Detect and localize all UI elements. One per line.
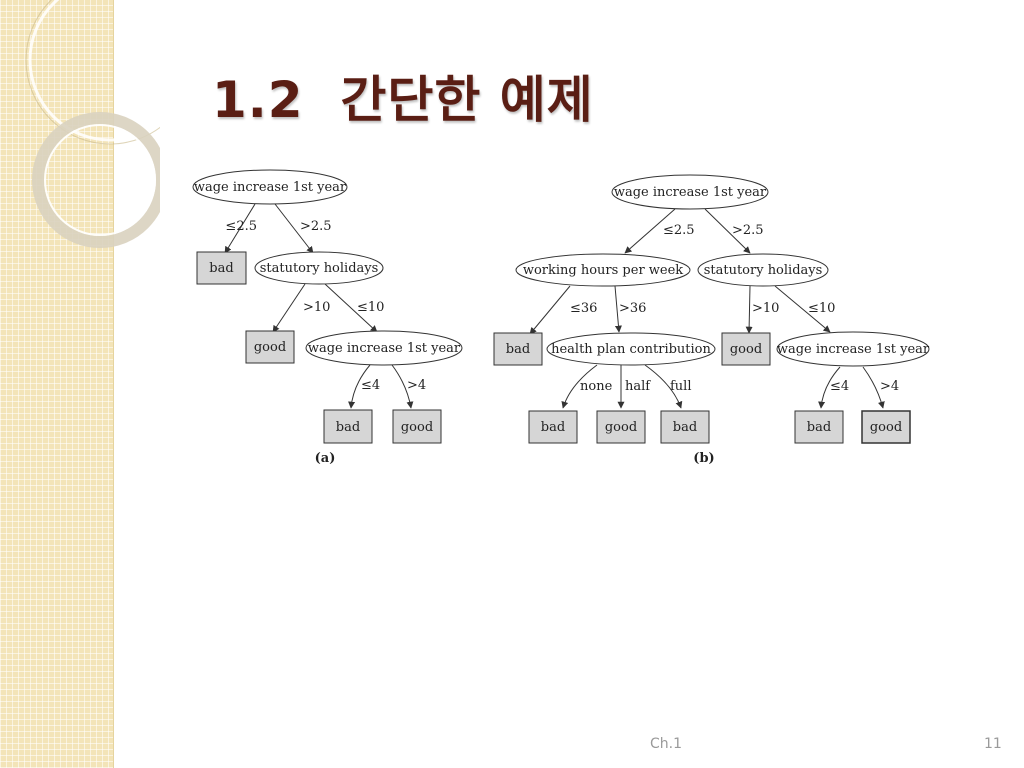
leaf-label: good — [605, 420, 637, 435]
leaf-box — [721, 332, 771, 366]
edge-label: ≤10 — [357, 300, 384, 315]
edge-label: ≤2.5 — [663, 223, 695, 238]
footer-chapter: Ch.1 — [650, 736, 683, 752]
edge-b-statutory-good — [745, 285, 753, 334]
leaf-label: bad — [336, 420, 360, 435]
leaf-box — [528, 410, 578, 444]
edge-label: >2.5 — [732, 223, 764, 238]
leaf-box — [323, 409, 373, 444]
edge-a-statutory-good — [272, 283, 306, 333]
leaf-label: good — [401, 420, 433, 435]
leaf-label: bad — [673, 420, 697, 435]
leaf-box — [392, 409, 442, 444]
edge-a-statutory-wage — [324, 283, 378, 333]
edge-label: >4 — [407, 378, 426, 393]
node-label: statutory holidays — [704, 263, 823, 278]
leaf-label: good — [730, 342, 762, 357]
tree-b: ≤2.5 >2.5 ≤36 >36 >10 ≤10 none half full… — [493, 174, 930, 466]
node-ellipse — [254, 251, 384, 285]
leaf-label: good — [870, 420, 902, 435]
node-label: wage increase 1st year — [614, 185, 767, 200]
leaf-box — [596, 410, 646, 444]
page-number: 11 — [984, 736, 1002, 752]
edge-a-root-bad — [224, 203, 256, 254]
node-ellipse — [611, 174, 769, 210]
edge-b-wage-bad — [818, 366, 841, 409]
edge-b-wage-good — [862, 366, 885, 409]
leaf-box — [245, 330, 295, 364]
edge-b-root-working — [624, 208, 676, 254]
leaf-box — [660, 410, 710, 444]
leaf-label: bad — [807, 420, 831, 435]
edge-b-working-bad — [529, 285, 571, 335]
decorative-rings — [25, 0, 160, 248]
figure-caption-b: (b) — [693, 451, 714, 466]
node-label: wage increase 1st year — [194, 180, 347, 195]
edge-b-health-bad — [561, 364, 598, 409]
edge-label: ≤2.5 — [225, 219, 257, 234]
edge-label: none — [580, 379, 613, 394]
edge-label: >36 — [619, 301, 646, 316]
edge-label: >2.5 — [300, 219, 332, 234]
edge-label: ≤4 — [830, 379, 849, 394]
edge-a-wage-good — [391, 364, 414, 409]
edge-label: >10 — [303, 300, 330, 315]
node-label: wage increase 1st year — [308, 341, 461, 356]
leaf-label: bad — [506, 342, 530, 357]
leaf-box — [794, 410, 844, 444]
tree-a: ≤2.5 >2.5 >10 ≤10 ≤4 >4 wage increase 1s… — [192, 169, 463, 466]
edge-label: ≤36 — [570, 301, 597, 316]
node-label: working hours per week — [523, 263, 683, 278]
node-label: wage increase 1st year — [777, 342, 930, 357]
leaf-box — [861, 410, 911, 444]
node-label: health plan contribution — [551, 342, 711, 357]
edge-b-root-statutory — [704, 208, 751, 254]
edge-b-statutory-wage — [774, 285, 831, 333]
edge-a-wage-bad — [348, 364, 371, 409]
leaf-box — [493, 332, 543, 366]
edge-b-health-bad2 — [644, 364, 683, 409]
edge-a-root-statutory — [274, 203, 314, 254]
node-ellipse — [305, 330, 463, 366]
edge-label: full — [670, 379, 692, 394]
node-ellipse — [776, 331, 930, 367]
edge-label: ≤10 — [808, 301, 835, 316]
edge-label: ≤4 — [361, 378, 380, 393]
node-ellipse — [515, 253, 691, 287]
edge-label: half — [625, 379, 651, 394]
edge-label: >10 — [752, 301, 779, 316]
decision-tree-figure: ≤2.5 >2.5 >10 ≤10 ≤4 >4 wage increase 1s… — [192, 169, 930, 466]
node-ellipse — [546, 332, 716, 366]
edge-label: >4 — [880, 379, 899, 394]
node-ellipse — [697, 253, 829, 287]
node-ellipse — [192, 169, 348, 205]
leaf-box — [196, 251, 247, 285]
edge-b-working-health — [614, 285, 622, 333]
leaf-label: bad — [209, 261, 233, 276]
slide-title: 1.2 간단한 예제 — [212, 71, 594, 129]
figure-caption-a: (a) — [315, 451, 336, 466]
leaf-label: good — [254, 340, 286, 355]
node-label: statutory holidays — [260, 261, 379, 276]
leaf-label: bad — [541, 420, 565, 435]
